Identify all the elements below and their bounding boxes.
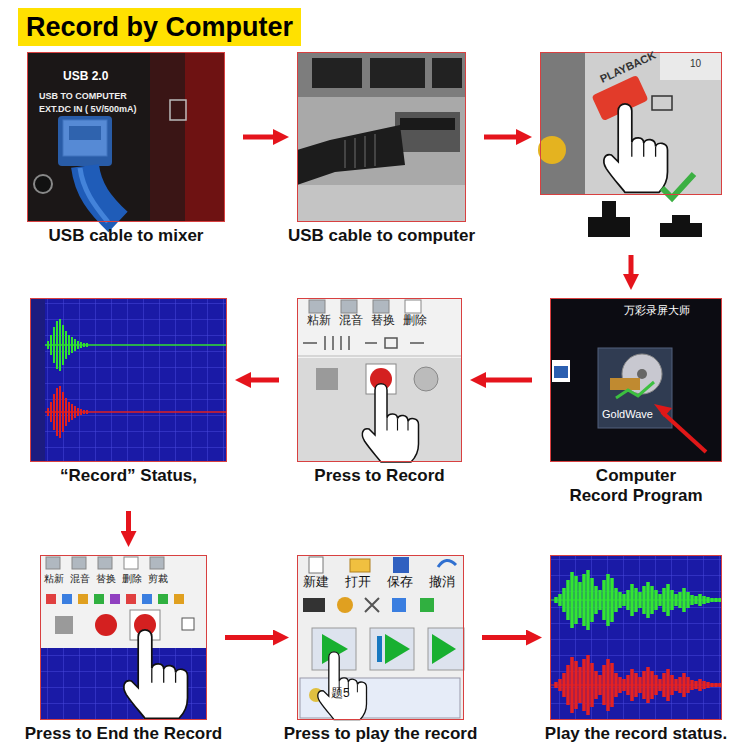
step-panel: USB cable to computer [297, 52, 466, 252]
flow-arrow [629, 255, 634, 276]
panel-label: GoldWave [602, 408, 653, 420]
playback-waveform [550, 555, 722, 720]
panel-label: 粘新 [44, 573, 64, 584]
computer-usb-photo [297, 52, 466, 222]
panel-frame [30, 298, 227, 462]
panel-label: 删除 [403, 314, 427, 327]
flow-arrow [249, 378, 279, 383]
panel-label: 10 [690, 58, 701, 69]
panel-frame [27, 52, 225, 222]
desktop-screenshot [550, 298, 722, 462]
panel-label: 替换 [96, 573, 116, 584]
panel-label: 撤消 [429, 575, 455, 589]
step-panel: Press to Record 粘新混音替换删除 [297, 298, 462, 493]
panel-label: 万彩录屏大师 [624, 304, 690, 316]
step-panel: PLAYBACK 10 [540, 52, 722, 237]
panel-label: 混音 [70, 573, 90, 584]
panel-label: 混音 [339, 314, 363, 327]
panel-label: 删除 [122, 573, 142, 584]
flow-arrow [243, 135, 275, 140]
panel-caption: Computer Record Program [567, 466, 705, 505]
panel-caption: USB cable to mixer [49, 226, 204, 246]
panel-label: EXT.DC IN ( 5V/500mA) [39, 105, 137, 115]
flow-arrow [484, 378, 532, 383]
step-panel: Press to play the record新建打开保存撤消题5 [297, 555, 464, 750]
panel-frame [297, 52, 466, 222]
mixer-usb-photo [27, 52, 225, 222]
panel-label: 新建 [303, 575, 329, 589]
step-panel: Computer Record Program 万彩录屏大师 GoldWave [550, 298, 722, 510]
panel-caption: Press to End the Record [25, 724, 222, 744]
panel-caption: “Record” Status, [60, 466, 197, 486]
panel-label: 粘新 [307, 314, 331, 327]
flow-arrow [225, 635, 275, 640]
panel-label: 保存 [387, 575, 413, 589]
panel-caption: Play the record status. [545, 724, 727, 744]
panel-label: PLAYBACK [598, 49, 658, 85]
step-panel: USB cable to mixer USB 2.0USB TO COMPUTER… [27, 52, 225, 252]
panel-caption: Press to Record [314, 466, 444, 486]
panel-caption: Press to play the record [284, 724, 478, 744]
step-panel: “Record” Status, [30, 298, 227, 493]
panel-label: 替换 [371, 314, 395, 327]
flow-arrow [484, 135, 518, 140]
stop-toolbar-screenshot [40, 555, 207, 720]
record-status-waveform [30, 298, 227, 462]
diagram-title: Record by Computer [18, 8, 301, 46]
panel-frame [550, 298, 722, 462]
panel-label: USB 2.0 [63, 70, 108, 83]
panel-label: USB TO COMPUTER [39, 92, 127, 102]
panel-label: 剪裁 [148, 573, 168, 584]
panel-label: 打开 [345, 575, 371, 589]
flow-arrow [126, 511, 131, 533]
record-toolbar-screenshot [297, 298, 462, 462]
panel-label: 题5 [331, 687, 350, 700]
play-toolbar-screenshot [297, 555, 464, 720]
step-panel: Play the record status. [550, 555, 722, 750]
panel-frame [540, 52, 722, 195]
panel-caption: USB cable to computer [288, 226, 475, 246]
step-panel: Press to End the Record粘新混音替换删除剪裁 [40, 555, 207, 750]
flow-arrow [482, 635, 528, 640]
mixer-button-photo [538, 52, 722, 237]
panel-frame [550, 555, 722, 720]
